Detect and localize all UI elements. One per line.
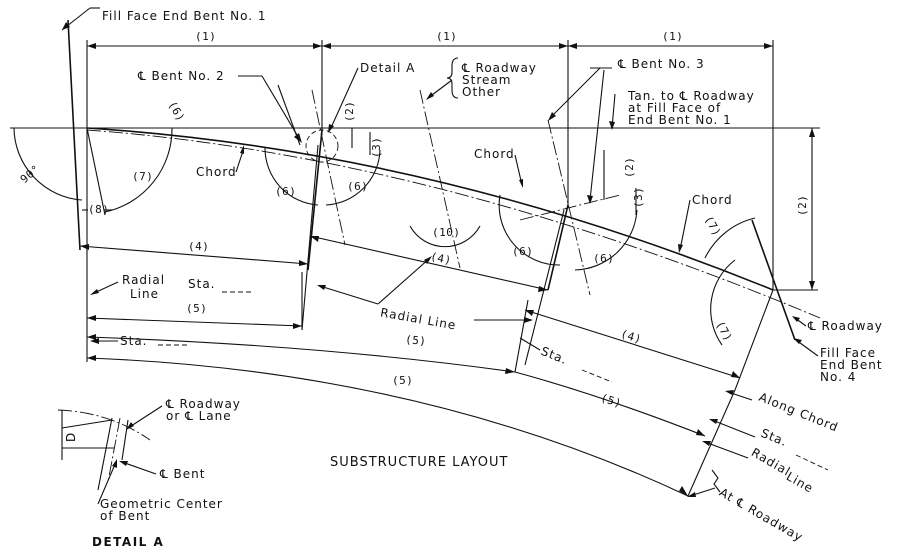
dim-7-c: (7) — [713, 319, 735, 344]
dim-6-e: (6) — [593, 252, 614, 265]
label-other: Other — [462, 85, 501, 99]
dim-5-b: (5) — [405, 333, 427, 348]
dim-6-a: (6) — [165, 99, 187, 124]
label-sta-4: Sta. — [759, 426, 790, 449]
bent-3: (6) (6) ℄ Bent No. 3 Tan. to ℄ Roadway a… — [498, 57, 755, 366]
dim-1-c: (1) — [662, 30, 683, 43]
dim-1-a: (1) — [195, 30, 216, 43]
arc-dimensions: (5) (5) (5) (5) — [86, 250, 736, 497]
dim-6-d: (6) — [512, 245, 533, 258]
label-fill-face-1: Fill Face End Bent No. 1 — [102, 9, 267, 23]
label-radial-2: Radial — [749, 445, 793, 479]
label-radial-line-1: Radial Line — [379, 305, 457, 332]
detail-a: D ℄ Roadway or ℄ Lane ℄ Bent Geometric C… — [57, 397, 241, 549]
dim-4-a: (4) — [188, 240, 209, 253]
detail-geo-2: of Bent — [100, 509, 150, 523]
dim-4-b: (4) — [429, 250, 453, 267]
dim-2-b: (2) — [343, 101, 356, 122]
detail-geo-1: Geometric Center — [100, 497, 223, 511]
label-radial-1: Radial — [122, 273, 165, 287]
drawing-title: SUBSTRUCTURE LAYOUT — [330, 455, 508, 470]
label-cl-roadway: ℄ Roadway — [461, 61, 537, 75]
bent-2: (6) (6) ℄ Bent No. 2 Detail A (2) (3) — [137, 61, 415, 331]
chord-labels: Chord Chord Chord — [196, 145, 733, 253]
end-bent-4: (7) (7) ℄ Roadway Fill Face End Bent No.… — [702, 214, 883, 391]
label-bent-2: ℄ Bent No. 2 — [137, 69, 225, 83]
label-ff4-3: No. 4 — [820, 370, 856, 384]
dim-1-b: (1) — [436, 30, 457, 43]
label-bent-3: ℄ Bent No. 3 — [617, 57, 705, 71]
dim-5-c: (5) — [392, 374, 413, 387]
label-tan-2: at Fill Face of — [628, 101, 721, 115]
dim-10: (10) — [432, 226, 461, 239]
dim-6-c: (6) — [347, 180, 368, 193]
label-tan-1: Tan. to ℄ Roadway — [627, 89, 755, 103]
dim-6-b: (6) — [275, 185, 296, 198]
label-ff4-2: End Bent — [820, 358, 883, 372]
end-bent-1: Fill Face End Bent No. 1 90° (7) (6) (8) — [13, 7, 267, 251]
dim-2-c: (2) — [623, 157, 636, 178]
label-detail-a: Detail A — [360, 61, 415, 75]
label-sta-1: Sta. — [188, 277, 216, 291]
label-chord-3: Chord — [692, 193, 733, 207]
stream-centerline: ℄ Roadway Stream Other (10) — [409, 57, 537, 269]
roadway-lines: (2) — [10, 127, 821, 319]
label-stream: Stream — [462, 73, 511, 87]
dim-3-b: (3) — [632, 187, 645, 208]
label-line-1: Line — [130, 287, 159, 301]
chord-dimensions: (4) (4) (4) — [79, 235, 741, 379]
label-chord-1: Chord — [196, 165, 237, 179]
dim-4-c: (4) — [619, 327, 643, 346]
label-sta-2: Sta. — [120, 334, 148, 348]
dim-8: (8) — [88, 203, 109, 216]
dim-2-right: (2) — [796, 195, 809, 216]
dim-7-b: (7) — [702, 214, 724, 239]
dim-7-a: (7) — [132, 170, 153, 183]
label-sta-3: Sta. — [539, 344, 570, 367]
detail-or-lane: or ℄ Lane — [166, 409, 232, 423]
label-ff4-1: Fill Face — [820, 346, 876, 360]
dim-5-a: (5) — [186, 302, 207, 315]
label-line-2: Line — [784, 469, 816, 496]
dim-5-d: (5) — [599, 391, 623, 410]
label-tan-3: End Bent No. 1 — [628, 113, 732, 127]
detail-cl-bent: ℄ Bent — [159, 467, 205, 481]
label-at-cl-roadway: At ℄ Roadway — [717, 485, 806, 544]
detail-d-label: D — [64, 432, 78, 442]
label-cl-roadway-2: ℄ Roadway — [807, 319, 883, 333]
detail-title: DETAIL A — [92, 535, 164, 549]
detail-cl-roadway: ℄ Roadway — [165, 397, 241, 411]
label-chord-2: Chord — [474, 147, 515, 161]
dim-3-a: (3) — [370, 137, 383, 158]
top-dimension: (1) (1) (1) — [86, 30, 774, 290]
